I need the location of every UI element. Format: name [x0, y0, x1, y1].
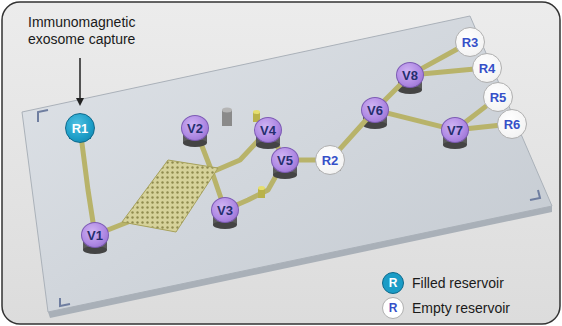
valve: V1: [81, 222, 109, 248]
channel: [299, 158, 315, 163]
reservoir: R4: [472, 53, 502, 83]
node-label: V8: [402, 69, 418, 82]
reservoir: R1: [65, 113, 95, 143]
callout-text: Immunomagnetic exosome capture: [28, 14, 153, 48]
valve: V8: [396, 62, 424, 88]
legend-letter: R: [389, 276, 398, 290]
reservoir: R2: [315, 145, 345, 175]
leader-arrow: [79, 58, 81, 104]
node-label: V2: [187, 122, 203, 135]
node-label: V3: [217, 204, 233, 217]
node-label: V6: [367, 104, 383, 117]
capture-chamber: [122, 160, 218, 232]
node-label: R3: [462, 36, 479, 49]
legend-swatch: R: [382, 297, 404, 319]
channel: [389, 113, 442, 126]
node-label: V5: [277, 154, 293, 167]
channel: [385, 85, 401, 101]
corner-marks: [38, 110, 540, 306]
channel: [466, 106, 486, 122]
legend-text: Filled reservoir: [412, 275, 504, 291]
channel: [424, 69, 472, 73]
node-label: V7: [447, 124, 463, 137]
channel: [340, 120, 366, 149]
valve: V2: [181, 115, 209, 141]
node-label: R5: [490, 91, 507, 104]
node-label: R1: [72, 122, 89, 135]
node-label: R4: [479, 62, 496, 75]
valve: V5: [271, 147, 299, 173]
node-label: R6: [504, 118, 521, 131]
valve: V4: [254, 117, 282, 143]
reservoir: R5: [483, 82, 513, 112]
node-label: R2: [322, 154, 339, 167]
reservoir: R6: [497, 109, 527, 139]
valve: V7: [441, 117, 469, 143]
reservoir: R3: [455, 27, 485, 57]
node-label: V1: [87, 229, 103, 242]
channels: [80, 128, 285, 235]
channel: [469, 126, 497, 129]
valve: V6: [361, 97, 389, 123]
legend-swatch: R: [382, 272, 404, 294]
legend-text: Empty reservoir: [412, 300, 510, 316]
channel: [422, 49, 457, 68]
valve: V3: [211, 197, 239, 223]
node-label: V4: [260, 124, 276, 137]
legend-letter: R: [389, 301, 398, 315]
valve-posts: [69, 76, 467, 254]
